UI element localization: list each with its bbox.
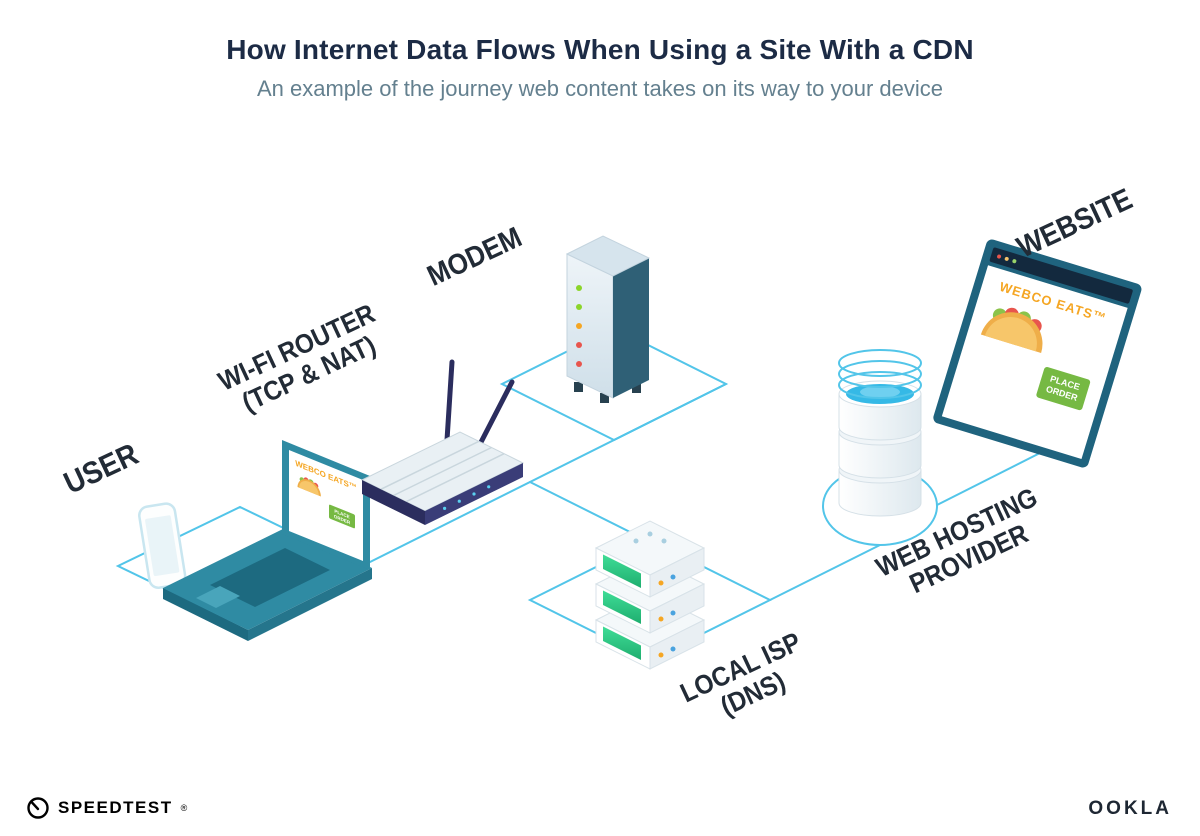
svg-text:PLACE: PLACE (334, 509, 349, 520)
laptop-order-button (329, 504, 355, 529)
router-antenna-left (444, 359, 455, 443)
isp-server-illustration (594, 520, 706, 670)
modem-led-red-1 (576, 342, 582, 348)
laptop-keyboard (210, 548, 330, 607)
browser-dot-red (997, 254, 1002, 259)
modem-led-green-1 (576, 285, 582, 291)
speedtest-trademark: ® (180, 803, 188, 813)
modem-led-orange (576, 323, 582, 329)
speedtest-wordmark: SPEEDTEST (58, 798, 173, 817)
website-order-button (1036, 367, 1091, 411)
phone-illustration (138, 502, 187, 589)
browser-content (941, 265, 1128, 459)
laptop-illustration: WEBCO EATS™ PLACE ORDER (163, 440, 372, 641)
laptop-trackpad (196, 586, 240, 608)
browser-dot-yellow (1004, 256, 1009, 261)
svg-text:ORDER: ORDER (334, 514, 351, 526)
speedtest-gauge-icon (27, 797, 49, 819)
connector-isp-hosting (769, 544, 881, 601)
ookla-logo: OOKLA (1088, 798, 1172, 819)
modem-illustration (565, 235, 651, 403)
router-illustration (360, 359, 525, 525)
modem-led-green-2 (576, 304, 582, 310)
hosting-illustration (822, 349, 938, 546)
laptop-screen (289, 450, 363, 561)
speedtest-logo: SPEEDTEST ® (26, 796, 187, 820)
browser-dot-green (1012, 259, 1017, 264)
browser-titlebar (989, 247, 1133, 304)
page-title: How Internet Data Flows When Using a Sit… (226, 34, 974, 65)
page-subtitle: An example of the journey web content ta… (256, 76, 944, 101)
modem-led-red-2 (576, 361, 582, 367)
router-antenna-right (475, 379, 515, 451)
connector-hosting-website (936, 452, 1041, 506)
website-illustration: WEBCO EATS™ PLACE ORDER (933, 239, 1142, 468)
